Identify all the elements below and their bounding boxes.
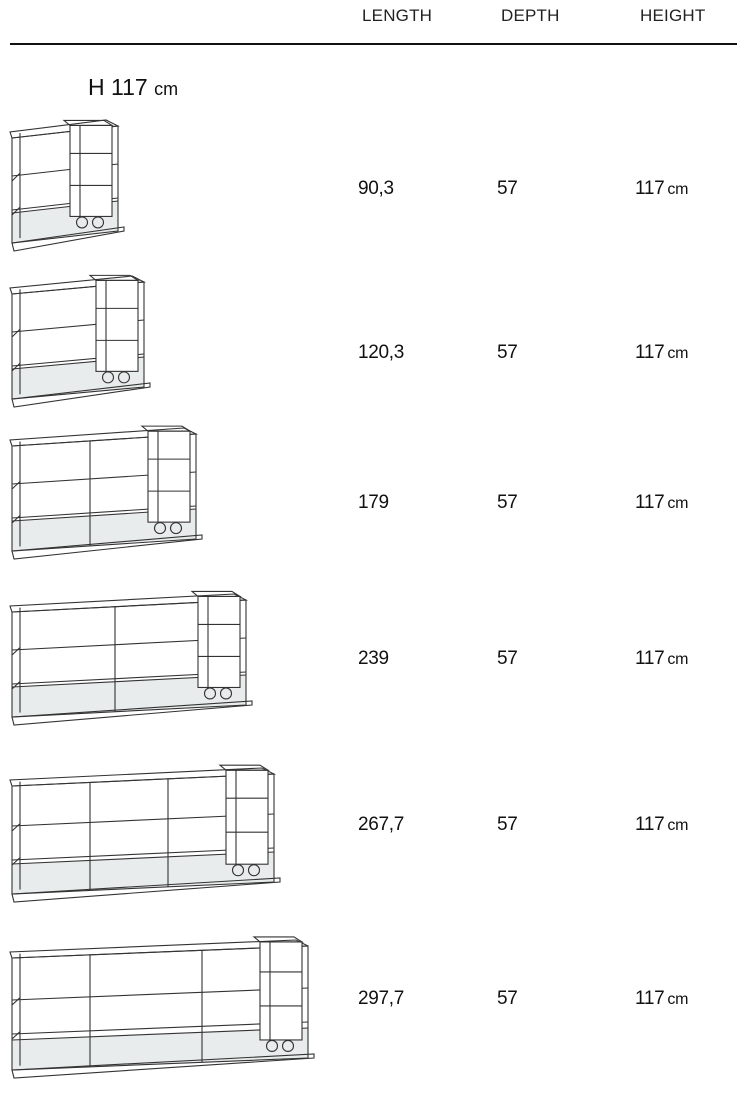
section-title: H 117 cm — [88, 74, 178, 101]
col-header-length: LENGTH — [362, 6, 433, 25]
wheel — [91, 216, 105, 229]
wheel — [281, 1039, 295, 1052]
wheel — [75, 216, 89, 229]
tower-unit — [95, 279, 139, 372]
section-prefix: H — [88, 74, 105, 100]
section-value: 117 — [111, 74, 148, 100]
section-unit: cm — [154, 79, 179, 99]
shelf-edge — [11, 362, 21, 372]
shelf-edge — [11, 997, 21, 1006]
col-header-height: HEIGHT — [640, 6, 706, 25]
base-plinth — [11, 1053, 315, 1079]
bookcase-drawing — [9, 764, 281, 903]
tower-unit — [147, 430, 191, 523]
wheel — [203, 687, 217, 700]
shelf-edge — [11, 172, 21, 182]
bookcase-drawing — [9, 274, 151, 408]
frame — [11, 433, 197, 552]
base-plinth — [11, 700, 253, 726]
shelf-edge — [11, 481, 21, 490]
wheel — [153, 522, 167, 535]
length-value: 90,3 — [358, 178, 394, 199]
tower-top — [88, 274, 140, 281]
tower-top — [62, 119, 114, 126]
glass-panel — [12, 1028, 308, 1070]
depth-value: 57 — [497, 342, 518, 363]
col-header-depth: DEPTH — [501, 6, 560, 25]
wheel — [265, 1039, 279, 1052]
bookcase-drawing — [9, 425, 203, 560]
glass-panel — [12, 675, 246, 717]
depth-value: 57 — [497, 988, 518, 1009]
length-value: 179 — [358, 492, 389, 513]
bookcase-drawing — [9, 590, 253, 726]
tower-unit — [225, 769, 269, 865]
length-value: 267,7 — [358, 814, 405, 835]
tower-top — [140, 425, 192, 432]
base-plinth — [11, 534, 203, 560]
tower-unit — [197, 595, 241, 689]
bookcase-drawing — [9, 936, 315, 1079]
bookcase-drawing — [9, 119, 125, 252]
shelf-edge — [11, 681, 21, 690]
tower-top — [252, 936, 304, 943]
shelf-edge — [11, 515, 21, 524]
length-value: 120,3 — [358, 342, 405, 363]
shelf-edge — [11, 647, 21, 656]
shelf — [11, 1021, 309, 1035]
wheel — [219, 687, 233, 700]
tower-unit — [69, 124, 113, 217]
shelf — [11, 987, 309, 1001]
wheel — [231, 864, 245, 877]
wheel — [101, 371, 115, 384]
header-divider — [10, 43, 737, 45]
shelf-edge — [11, 823, 21, 832]
shelf-edge — [11, 328, 21, 338]
tower-unit — [259, 941, 303, 1041]
shelf — [11, 1027, 309, 1041]
shelf-edge — [11, 206, 21, 216]
depth-value: 57 — [497, 814, 518, 835]
shelf-edge — [11, 1031, 21, 1040]
base-plinth — [11, 226, 125, 252]
depth-value: 57 — [497, 492, 518, 513]
tower-top — [218, 764, 270, 771]
wheel — [169, 522, 183, 535]
wheel — [117, 371, 131, 384]
depth-value: 57 — [497, 178, 518, 199]
base-plinth — [11, 382, 151, 408]
length-value: 297,7 — [358, 988, 405, 1009]
depth-value: 57 — [497, 648, 518, 669]
wheel — [247, 864, 261, 877]
glass-panel — [12, 852, 274, 894]
base-plinth — [11, 877, 281, 903]
length-value: 239 — [358, 648, 389, 669]
tower-top — [190, 590, 242, 598]
